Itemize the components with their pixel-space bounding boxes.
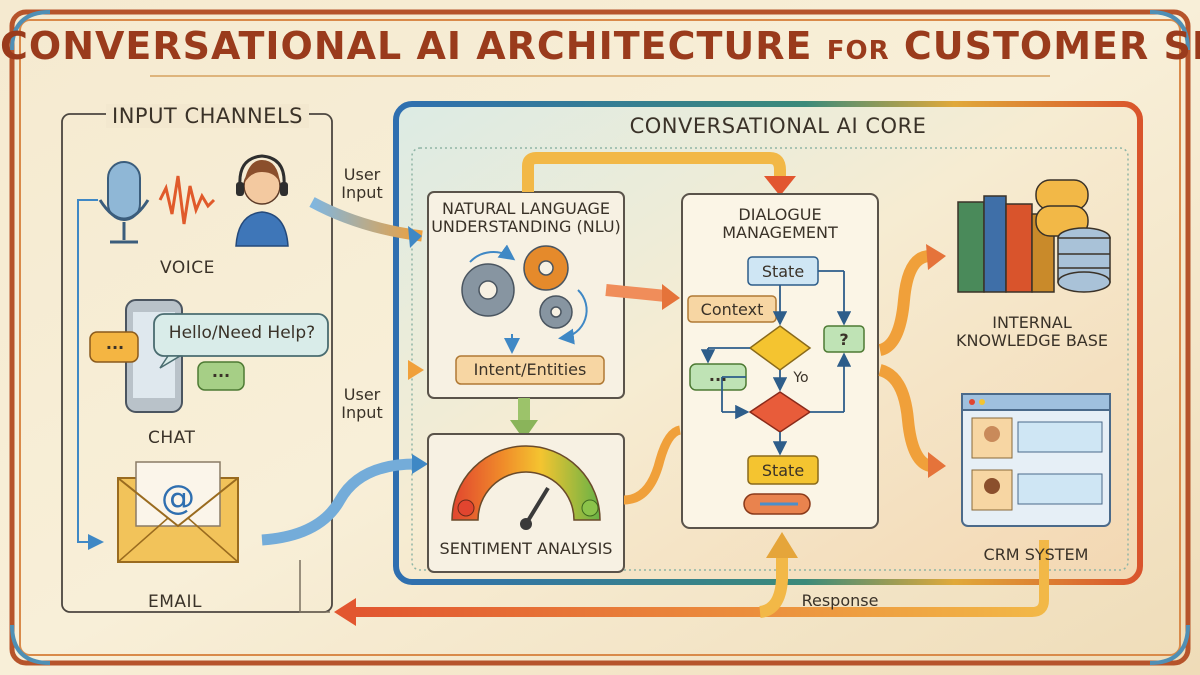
chat-dots-orange: ... (105, 334, 125, 353)
response-label: Response (801, 591, 879, 610)
dialogue-dots-label: ... (708, 366, 728, 385)
chat-dots-green: ... (211, 362, 231, 381)
question-label: ? (839, 330, 849, 349)
email-at-icon: @ (161, 478, 195, 518)
voice-label: VOICE (160, 258, 215, 278)
state-top-label: State (761, 262, 805, 281)
chat-bubble-text: Hello/Need Help? (168, 323, 316, 343)
page-title: CONVERSATIONAL AI ARCHITECTURE FOR CUSTO… (0, 24, 1200, 68)
input-channels-heading: INPUT CHANNELS (106, 104, 309, 128)
yo-label: Yo (793, 370, 809, 386)
sentiment-analysis-title: SENTIMENT ANALYSIS (439, 539, 613, 558)
intent-entities-label: Intent/Entities (473, 360, 587, 379)
title-connector: FOR (826, 36, 890, 66)
email-label: EMAIL (148, 592, 203, 612)
context-label: Context (700, 300, 764, 319)
title-main: CONVERSATIONAL AI ARCHITECTURE (0, 24, 813, 68)
chat-label: CHAT (148, 428, 196, 448)
crm-system-label: CRM SYSTEM (983, 545, 1089, 564)
core-heading: CONVERSATIONAL AI CORE (629, 114, 927, 138)
state-bottom-label: State (761, 461, 805, 480)
title-tail: CUSTOMER SERVICE (903, 24, 1200, 68)
